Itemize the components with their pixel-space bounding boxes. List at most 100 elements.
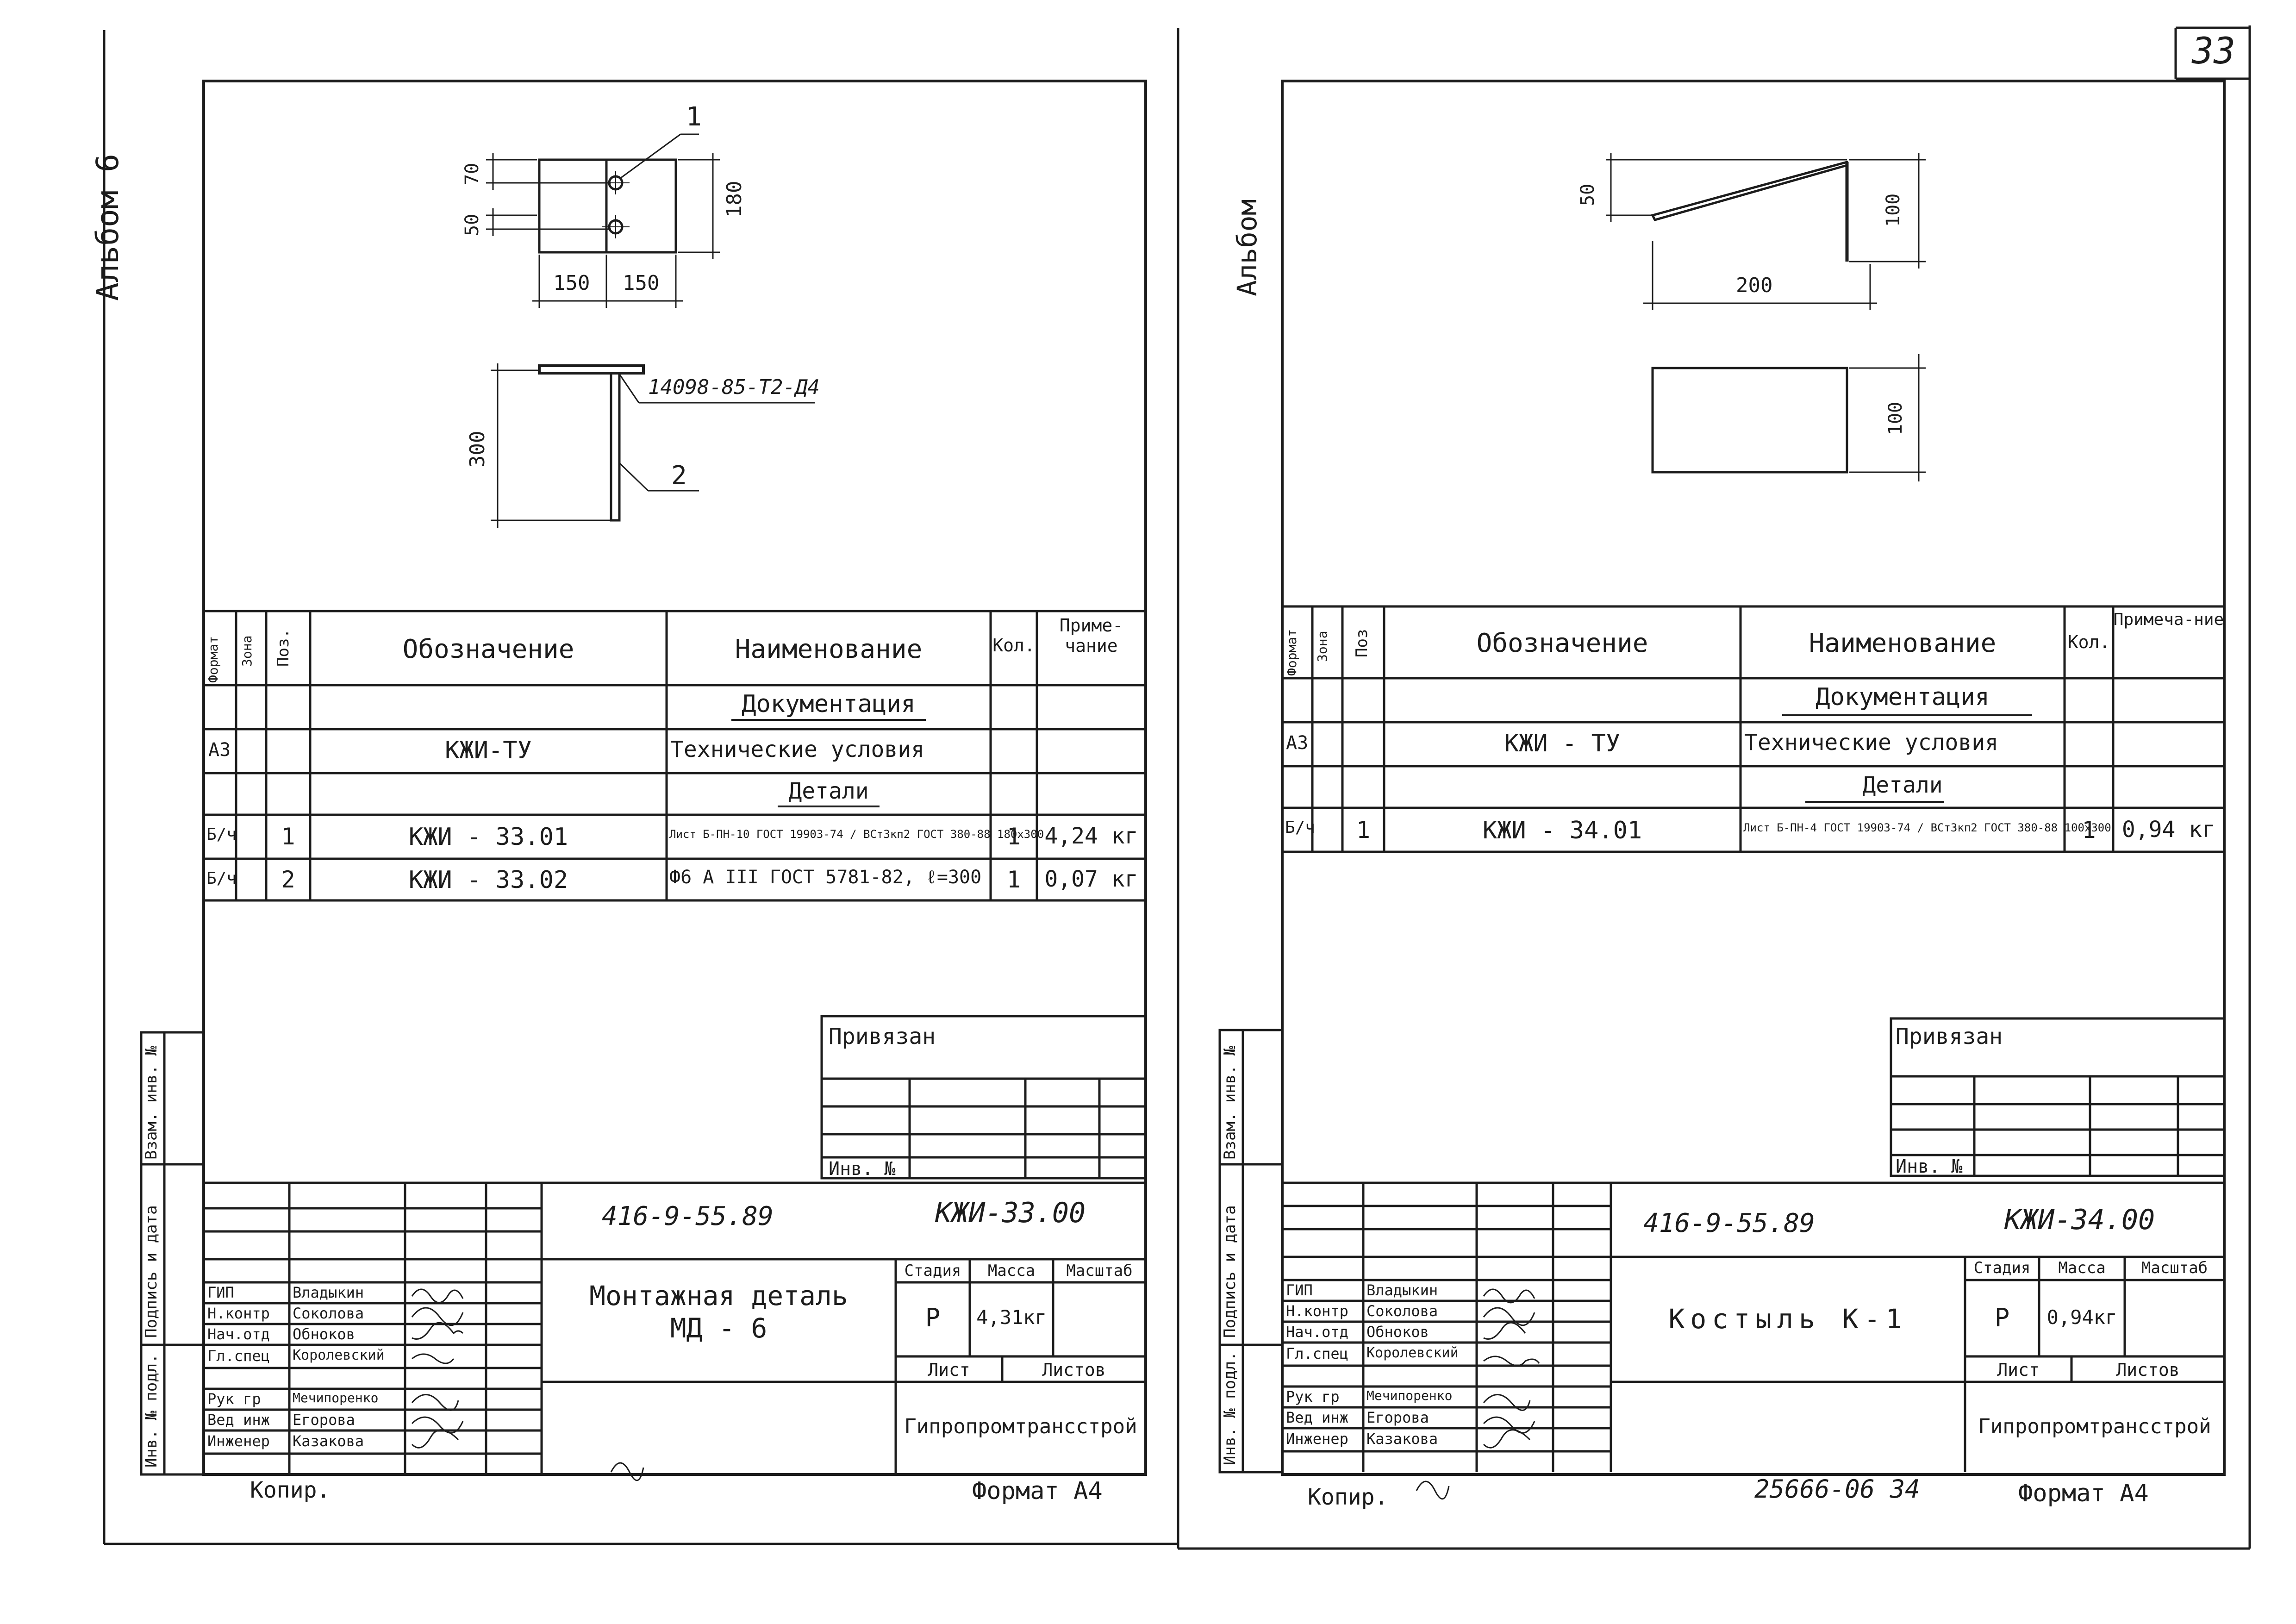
left-th-qty: Кол. xyxy=(992,635,1035,656)
left-row1-designation: КЖИ-ТУ xyxy=(445,737,532,764)
left-name-3: Королевский xyxy=(293,1347,385,1363)
left-signatures xyxy=(411,1288,644,1481)
left-copy: Копир. xyxy=(250,1477,331,1503)
left-row3-format: Б/ч xyxy=(206,825,237,844)
left-th-name: Наименование xyxy=(735,634,923,664)
right-role-6: Инженер xyxy=(1286,1430,1348,1448)
right-th-qty: Кол. xyxy=(2067,632,2110,652)
left-tb-stage-h: Стадия xyxy=(904,1262,961,1280)
right-inv-no: Инв. № xyxy=(1896,1156,1963,1177)
right-side-stamps xyxy=(1218,1029,1284,1474)
right-role-2: Нач.отд xyxy=(1286,1323,1348,1341)
left-name-0: Владыкин xyxy=(293,1284,364,1301)
left-dim-70: 70 xyxy=(462,162,483,185)
left-name-2: Обноков xyxy=(293,1325,355,1343)
right-role-1: Н.контр xyxy=(1286,1302,1348,1320)
right-row3-name: Лист Б-ПН-4 ГОСТ 19903-74 / ВСт3кп2 ГОСТ… xyxy=(1743,821,2111,834)
left-stamp-vzam: Взам. инв. № xyxy=(142,1046,161,1160)
left-role-5: Вед инж xyxy=(207,1411,270,1429)
left-role-0: ГИП xyxy=(207,1284,234,1301)
left-callout-2: 2 xyxy=(671,461,687,491)
right-dim-100a: 100 xyxy=(1883,193,1904,227)
right-tb-sheets: Листов xyxy=(2116,1360,2180,1380)
left-tb-scale-h: Масштаб xyxy=(1066,1262,1133,1280)
left-name-4: Мечипоренко xyxy=(293,1390,379,1405)
right-stamp-inv: Инв. № подл. xyxy=(1221,1351,1239,1465)
left-th-zone: Зона xyxy=(239,635,255,667)
left-th-note: Приме-чание xyxy=(1059,615,1123,656)
left-tb-sheets: Листов xyxy=(1042,1360,1106,1380)
left-format-label: Формат А4 xyxy=(972,1477,1103,1505)
left-dim-50: 50 xyxy=(462,213,483,236)
right-name-4: Мечипоренко xyxy=(1366,1388,1453,1403)
left-th-format: Формат xyxy=(206,636,221,683)
right-dim-100b: 100 xyxy=(1885,401,1906,435)
left-album-label: Альбом 6 xyxy=(90,154,125,301)
right-format-label: Формат А4 xyxy=(2018,1480,2149,1507)
left-row3-note: 4,24 кг xyxy=(1044,823,1138,849)
left-dim-150b: 150 xyxy=(623,271,660,295)
right-name-1: Соколова xyxy=(1366,1302,1438,1320)
left-row4-name: Ф6 А III ГОСТ 5781-82, ℓ=300 xyxy=(669,867,982,888)
right-album-label: Альбом xyxy=(1231,199,1263,296)
right-privyazan: Привязан xyxy=(1896,1024,2003,1049)
right-copy: Копир. xyxy=(1308,1484,1388,1510)
left-tee-section xyxy=(491,363,815,528)
right-row3-note: 0,94 кг xyxy=(2121,817,2216,843)
right-th-pos: Поз xyxy=(1353,629,1371,657)
right-stamp-vzam: Взам. инв. № xyxy=(1221,1046,1239,1160)
left-role-3: Гл.спец xyxy=(207,1347,270,1365)
right-row3-pos: 1 xyxy=(1356,817,1371,843)
right-dim-50: 50 xyxy=(1577,183,1598,206)
right-th-format: Формат xyxy=(1284,629,1299,676)
right-th-note: Примеча-ние xyxy=(2113,610,2224,629)
left-row4-designation: КЖИ - 33.02 xyxy=(408,866,568,894)
left-tb-sheet: Лист xyxy=(928,1360,970,1380)
left-tb-org: Гипропромтрансстрой xyxy=(904,1415,1137,1438)
left-row0-name: Документация xyxy=(742,690,916,718)
sheet-frames xyxy=(103,25,2251,1550)
left-row3-qty: 1 xyxy=(1006,823,1021,850)
left-row1-format: А3 xyxy=(208,739,231,761)
right-name-5: Егорова xyxy=(1366,1409,1429,1426)
left-row3-pos: 1 xyxy=(281,823,295,850)
left-stamp-inv: Инв. № подл. xyxy=(142,1354,161,1468)
right-tb-org: Гипропромтрансстрой xyxy=(1978,1415,2211,1438)
left-stamp-sign: Подпись и дата xyxy=(142,1205,161,1338)
left-tb-mass-h: Масса xyxy=(987,1262,1036,1280)
left-row4-pos: 2 xyxy=(281,866,295,893)
left-row4-qty: 1 xyxy=(1006,866,1021,893)
right-row1-name: Технические условия xyxy=(1744,730,1999,756)
right-name-2: Обноков xyxy=(1366,1323,1429,1341)
left-role-4: Рук гр xyxy=(207,1390,261,1408)
left-row4-note: 0,07 кг xyxy=(1044,866,1138,892)
left-privyazan-block xyxy=(820,1015,1147,1180)
left-tb-mass: 4,31кг xyxy=(976,1306,1047,1329)
right-stamp-sign: Подпись и дата xyxy=(1221,1205,1239,1338)
page-number: 33 xyxy=(2192,31,2235,72)
right-row1-designation: КЖИ - ТУ xyxy=(1504,730,1621,757)
right-tb-stage-h: Стадия xyxy=(1973,1259,2031,1277)
left-row3-designation: КЖИ - 33.01 xyxy=(408,823,568,851)
right-tb-mass: 0,94кг xyxy=(2046,1306,2117,1329)
left-tb-code: 416-9-55.89 xyxy=(602,1201,774,1231)
left-dim-180: 180 xyxy=(723,181,746,218)
left-tb-title2: МД - 6 xyxy=(670,1312,767,1344)
right-tb-scale-h: Масштаб xyxy=(2141,1259,2208,1277)
left-row2-name: Детали xyxy=(788,778,869,804)
left-th-pos: Поз. xyxy=(274,629,293,667)
left-inner-frame xyxy=(202,80,1147,1476)
left-row3-name: Лист Б-ПН-10 ГОСТ 19903-74 / ВСт3кп2 ГОС… xyxy=(669,828,1044,841)
right-tb-title1: Костыль К-1 xyxy=(1668,1303,1908,1335)
right-th-name: Наименование xyxy=(1809,628,1997,658)
right-name-3: Королевский xyxy=(1366,1345,1459,1361)
right-kostyl-drawing xyxy=(1606,153,1926,481)
left-tb-title1: Монтажная деталь xyxy=(589,1280,848,1312)
right-th-zone: Зона xyxy=(1315,631,1330,662)
right-title-block xyxy=(1282,1181,2224,1472)
right-role-4: Рук гр xyxy=(1286,1388,1340,1405)
left-th-designation: Обозначение xyxy=(402,634,574,664)
left-inv-no: Инв. № xyxy=(829,1158,896,1180)
left-role-2: Нач.отд xyxy=(207,1325,270,1343)
